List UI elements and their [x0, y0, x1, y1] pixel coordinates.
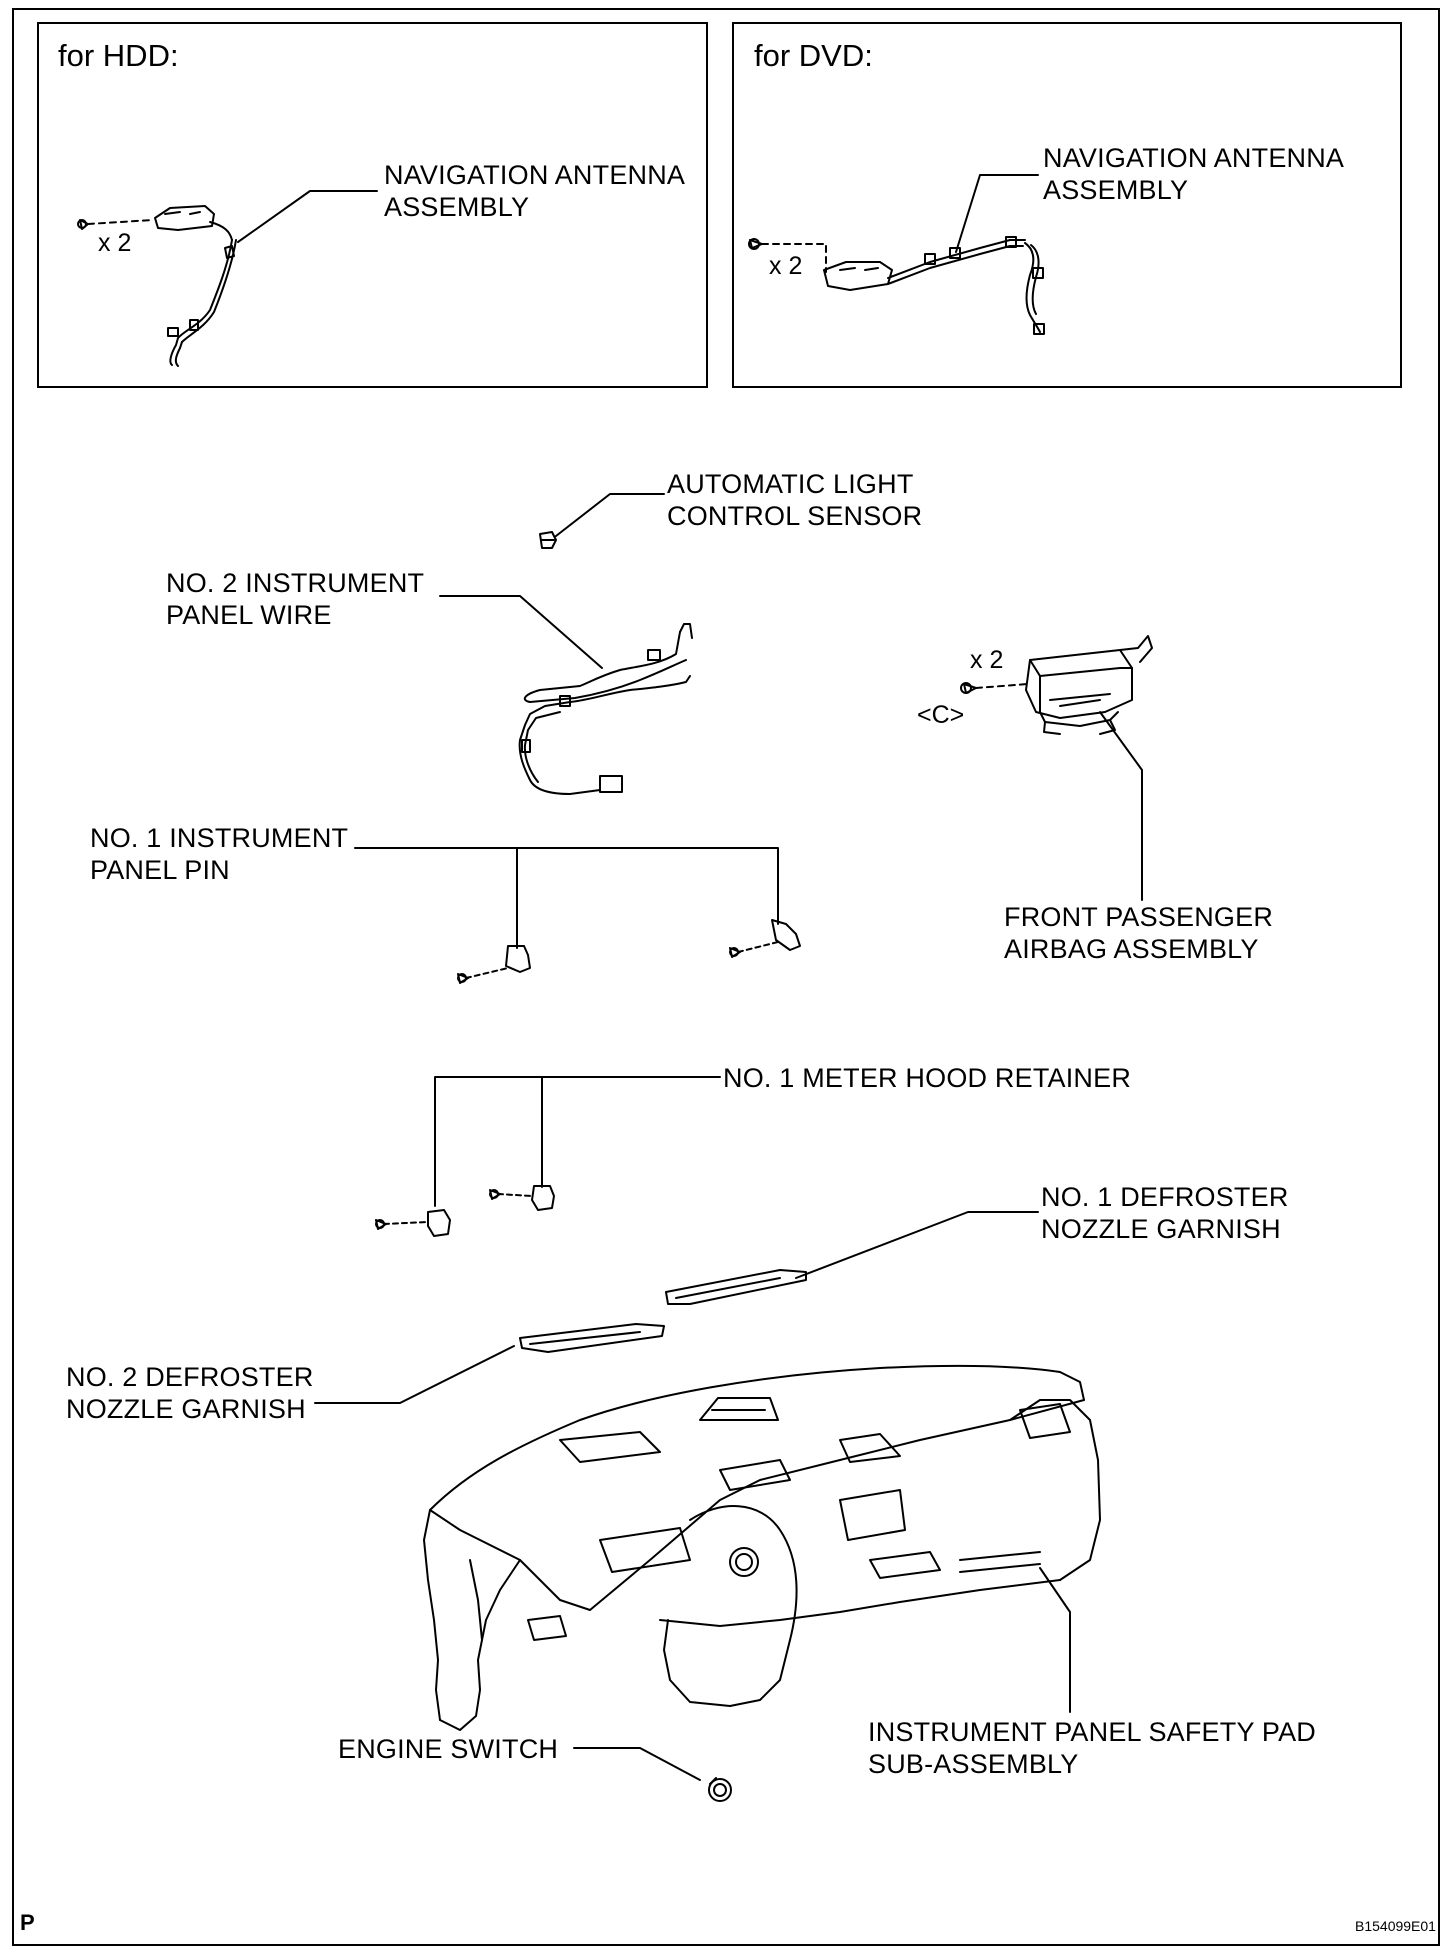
safety-pad-label-1: INSTRUMENT PANEL SAFETY PAD: [868, 1717, 1316, 1747]
dvd-antenna-drawing: [748, 174, 1045, 335]
panel-pin-label-1: NO. 1 INSTRUMENT: [90, 823, 349, 853]
hdd-box-title: for HDD:: [58, 38, 179, 73]
defroster2-label-2: NOZZLE GARNISH: [66, 1394, 306, 1424]
hdd-box: [37, 22, 708, 388]
defroster1-label-1: NO. 1 DEFROSTER: [1041, 1182, 1289, 1212]
airbag-drawing: [960, 635, 1153, 901]
drawing-code: B154099E01: [1355, 1918, 1436, 1934]
defroster2-label-1: NO. 2 DEFROSTER: [66, 1362, 314, 1392]
hdd-antenna-label-1: NAVIGATION ANTENNA: [384, 160, 686, 190]
light-sensor-drawing: [539, 493, 665, 549]
hdd-qty-label: x 2: [98, 229, 132, 257]
light-sensor-label-2: CONTROL SENSOR: [667, 501, 923, 531]
panel-wire-label-2: PANEL WIRE: [166, 600, 332, 630]
panel-pin-drawing: [354, 847, 801, 984]
dvd-antenna-label-2: ASSEMBLY: [1043, 175, 1189, 205]
meter-hood-label: NO. 1 METER HOOD RETAINER: [723, 1063, 1132, 1093]
dvd-antenna-label-1: NAVIGATION ANTENNA: [1043, 143, 1345, 173]
light-sensor-label-1: AUTOMATIC LIGHT: [667, 469, 914, 499]
corner-mark: P: [20, 1910, 35, 1935]
safety-pad-label-2: SUB-ASSEMBLY: [868, 1749, 1079, 1779]
defroster1-label-2: NOZZLE GARNISH: [1041, 1214, 1281, 1244]
dvd-qty-label: x 2: [769, 252, 803, 280]
meter-hood-drawing: [375, 1076, 721, 1237]
airbag-qty-label: x 2: [970, 646, 1004, 674]
airbag-label-2: AIRBAG ASSEMBLY: [1004, 934, 1259, 964]
panel-pin-label-2: PANEL PIN: [90, 855, 230, 885]
engine-switch-label: ENGINE SWITCH: [338, 1734, 559, 1764]
dvd-box: [732, 22, 1402, 388]
diagram-frame: [12, 8, 1440, 1946]
airbag-ref-label: <C>: [917, 701, 965, 729]
safety-pad-drawing: [423, 1364, 1101, 1731]
airbag-label-1: FRONT PASSENGER: [1004, 902, 1274, 932]
panel-wire-drawing: [439, 595, 693, 795]
hdd-antenna-drawing: [77, 190, 378, 367]
engine-switch-drawing: [573, 1747, 732, 1802]
dvd-box-title: for DVD:: [754, 38, 873, 73]
hdd-antenna-label-2: ASSEMBLY: [384, 192, 530, 222]
defroster-garnish-drawing: [314, 1211, 1039, 1404]
panel-wire-label-1: NO. 2 INSTRUMENT: [166, 568, 425, 598]
